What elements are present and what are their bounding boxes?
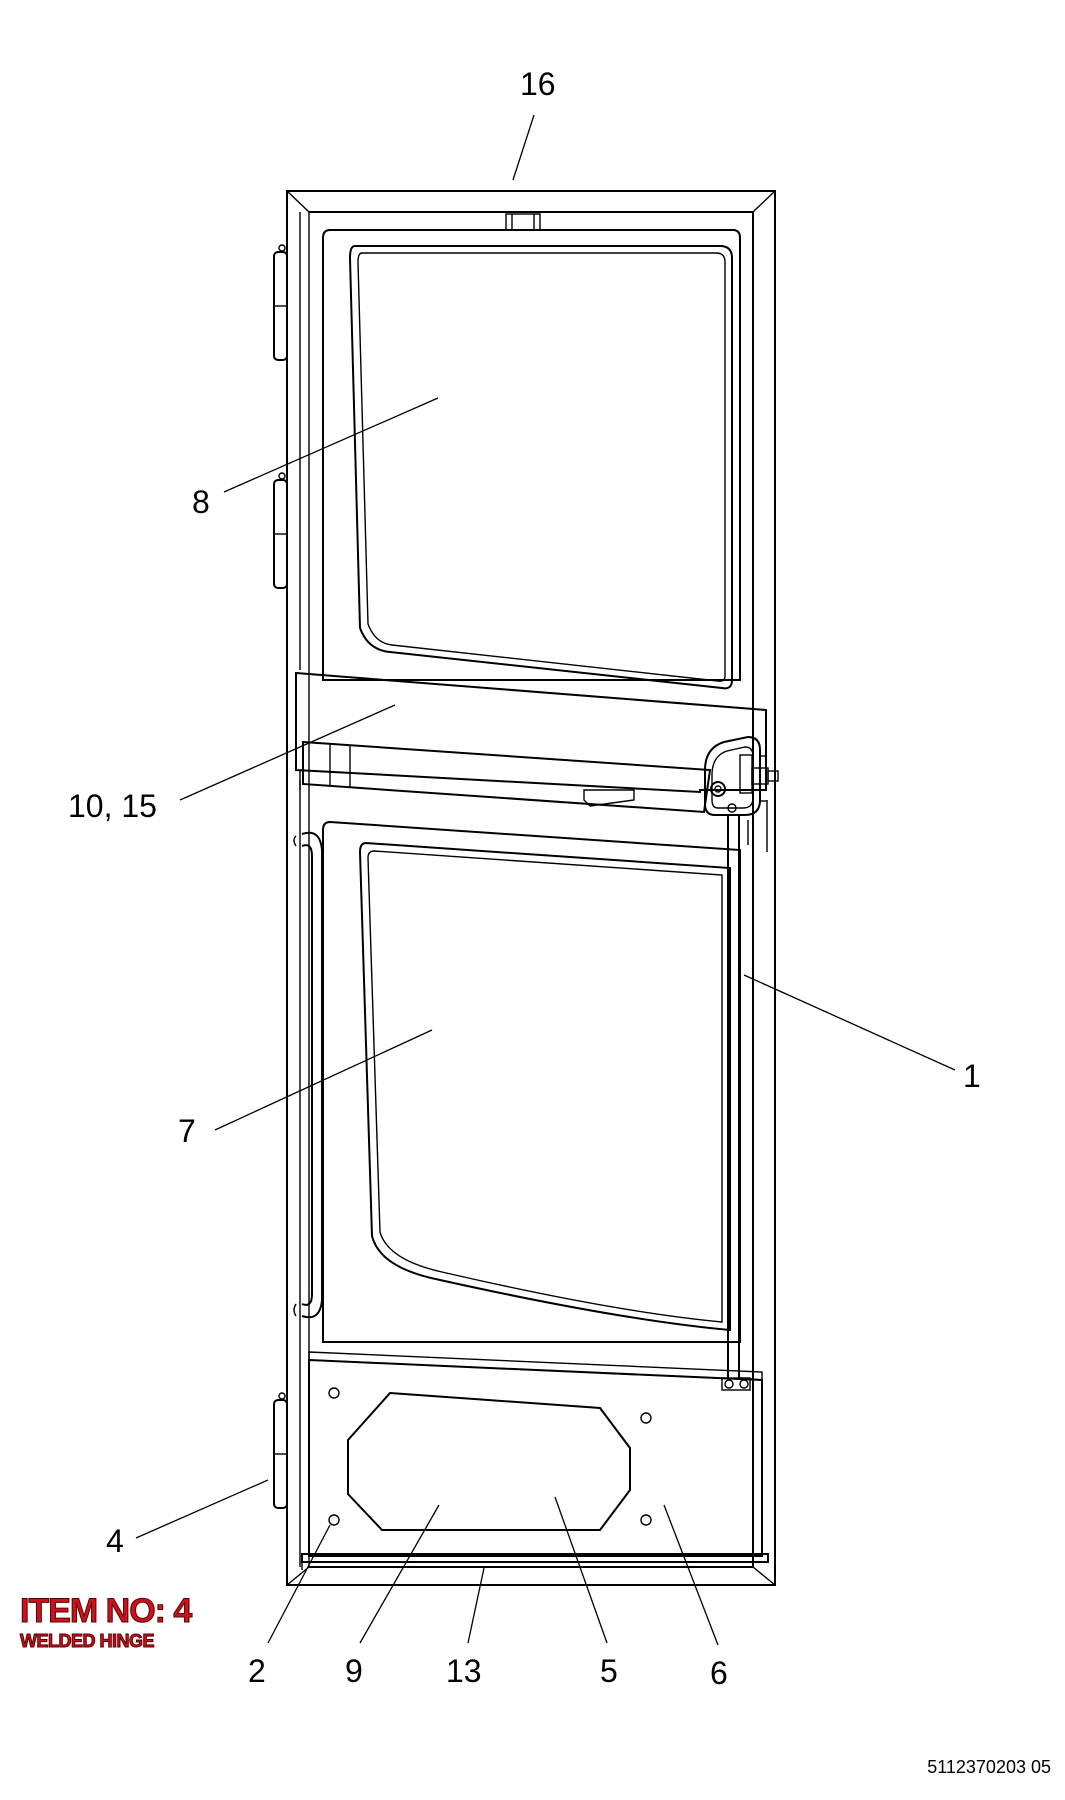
lock-mechanism: [704, 735, 779, 816]
lock-rod: [727, 800, 768, 1378]
callout-1: 1: [963, 1058, 981, 1094]
bottom-seal: [301, 1553, 769, 1570]
item-note-subtitle: WELDED HINGE: [19, 1631, 155, 1651]
lower-glass: [358, 841, 731, 1332]
callout-10-15: 10, 15: [68, 788, 157, 824]
crossbar: [295, 671, 767, 814]
bottom-plate: [308, 1351, 763, 1557]
callout-5: 5: [600, 1653, 618, 1689]
callout-16: 16: [520, 66, 556, 102]
callout-2: 2: [248, 1653, 266, 1689]
hinge-middle: [273, 472, 288, 589]
hinge-lower-welded: [273, 1392, 288, 1509]
upper-window-frame: [322, 229, 741, 681]
callout-9: 9: [345, 1653, 363, 1689]
lower-window-frame: [322, 820, 741, 1343]
door-handle: [293, 831, 323, 1319]
upper-glass: [348, 245, 733, 690]
callout-13: 13: [446, 1653, 482, 1689]
callout-7: 7: [178, 1113, 196, 1149]
item-note: ITEM NO: 4 WELDED HINGE: [19, 1592, 192, 1651]
vent-cover: [347, 1391, 631, 1531]
callout-4: 4: [106, 1523, 124, 1559]
document-number: 5112370203 05: [927, 1757, 1051, 1777]
leader-lines: [135, 114, 956, 1646]
callout-8: 8: [192, 484, 210, 520]
callout-6: 6: [710, 1655, 728, 1691]
door-frame: [286, 190, 776, 1586]
item-note-title: ITEM NO: 4: [19, 1592, 192, 1630]
hinge-upper: [273, 244, 288, 361]
